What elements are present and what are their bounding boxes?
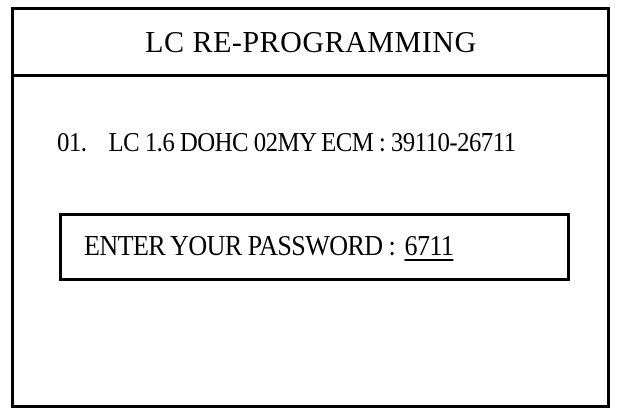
password-input[interactable]: 6711 (404, 231, 454, 262)
ecm-list-item[interactable]: 01. LC 1.6 DOHC 02MY ECM : 39110-26711 (57, 127, 517, 158)
title-bar: LC RE-PROGRAMMING (14, 10, 607, 77)
screen-title: LC RE-PROGRAMMING (144, 24, 477, 59)
ecm-item-description: LC 1.6 DOHC 02MY ECM : 39110-26711 (108, 127, 517, 157)
ecm-item-index: 01. (57, 127, 87, 157)
password-label: ENTER YOUR PASSWORD : (84, 231, 396, 262)
password-entry-box[interactable]: ENTER YOUR PASSWORD : 6711 (59, 213, 570, 281)
password-prompt: ENTER YOUR PASSWORD : 6711 (84, 231, 454, 263)
reprogramming-screen: LC RE-PROGRAMMING 01. LC 1.6 DOHC 02MY EC… (11, 7, 610, 408)
